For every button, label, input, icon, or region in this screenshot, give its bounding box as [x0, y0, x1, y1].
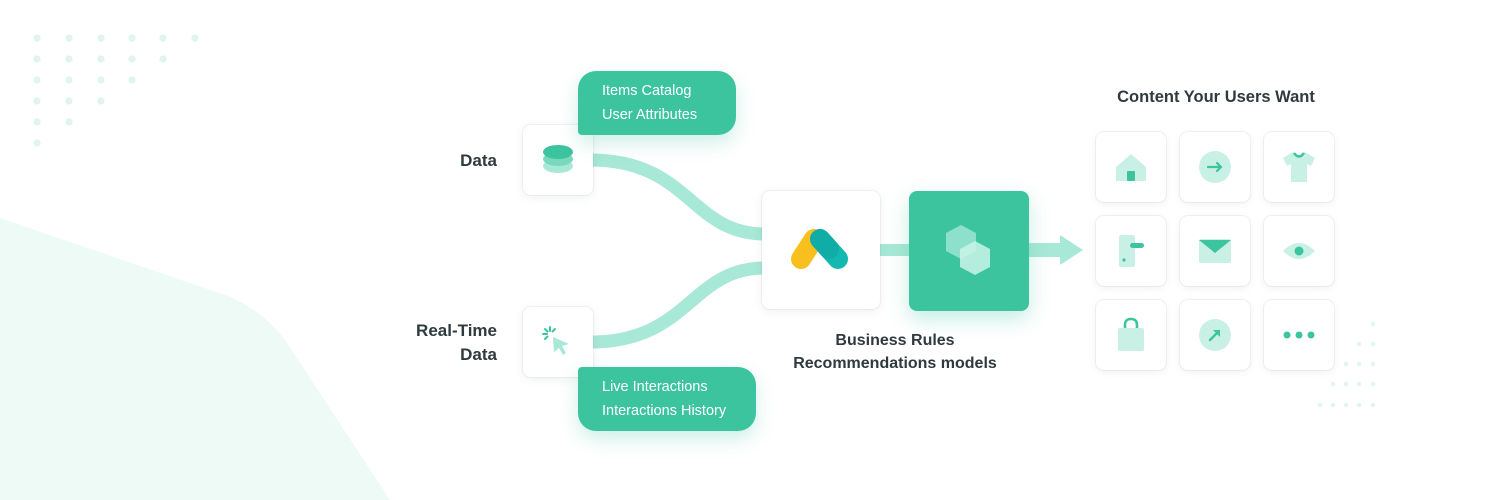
door-icon	[1119, 235, 1144, 267]
realtime-label-line1: Real-Time	[416, 321, 497, 340]
data-label: Data	[460, 151, 497, 170]
bubble-item-interactions-history: Interactions History	[602, 403, 727, 419]
tile-home	[1096, 132, 1166, 202]
tile-more	[1264, 300, 1334, 370]
model-card	[909, 191, 1029, 311]
arrow-up-right-icon	[1199, 319, 1231, 351]
tile-bag	[1096, 300, 1166, 370]
data-details-bubble: Items Catalog User Attributes	[578, 71, 736, 135]
engine-logo-card	[762, 191, 880, 309]
tshirt-icon	[1283, 152, 1315, 182]
shopping-bag-icon	[1118, 317, 1144, 351]
more-icon	[1283, 331, 1315, 339]
bubble-item-user-attributes: User Attributes	[602, 107, 698, 123]
engine-label: Business Rules Recommendations models	[775, 329, 1015, 375]
bubble-item-catalog: Items Catalog	[602, 83, 692, 99]
dot-grid-top-left	[33, 34, 199, 147]
realtime-details-bubble: Live Interactions Interactions History	[578, 367, 756, 431]
engine-label-line1: Business Rules	[835, 332, 955, 349]
dot-grid-bottom-right	[1317, 321, 1376, 408]
arrow-right-icon	[1199, 151, 1231, 183]
database-icon	[543, 145, 573, 173]
engine-label-line2: Recommendations models	[793, 355, 997, 372]
output-arrow-head	[1060, 235, 1083, 265]
tile-arrow	[1180, 132, 1250, 202]
tile-mail	[1180, 216, 1250, 286]
tile-arrow-up-right	[1180, 300, 1250, 370]
flow-ribbon-realtime	[589, 261, 766, 349]
tile-door	[1096, 216, 1166, 286]
mail-icon	[1199, 239, 1231, 263]
hexagons-model-icon	[946, 225, 990, 275]
realtime-label-line2: Data	[460, 345, 497, 364]
tile-tshirt	[1264, 132, 1334, 202]
background-shape	[0, 218, 390, 500]
brand-logo-icon	[791, 229, 848, 269]
output-title: Content Your Users Want	[1117, 88, 1315, 106]
click-cursor-icon	[542, 326, 569, 355]
tile-eye	[1264, 216, 1334, 286]
data-source-card	[523, 125, 593, 195]
flow-ribbon-data	[589, 153, 766, 241]
output-arrow-shaft	[1026, 243, 1064, 257]
bubble-item-live-interactions: Live Interactions	[602, 379, 708, 395]
realtime-data-label: Real-Time Data	[416, 319, 497, 367]
realtime-source-card	[523, 307, 593, 377]
flow-connector	[878, 244, 912, 256]
home-icon	[1116, 154, 1146, 181]
eye-icon	[1283, 243, 1315, 259]
